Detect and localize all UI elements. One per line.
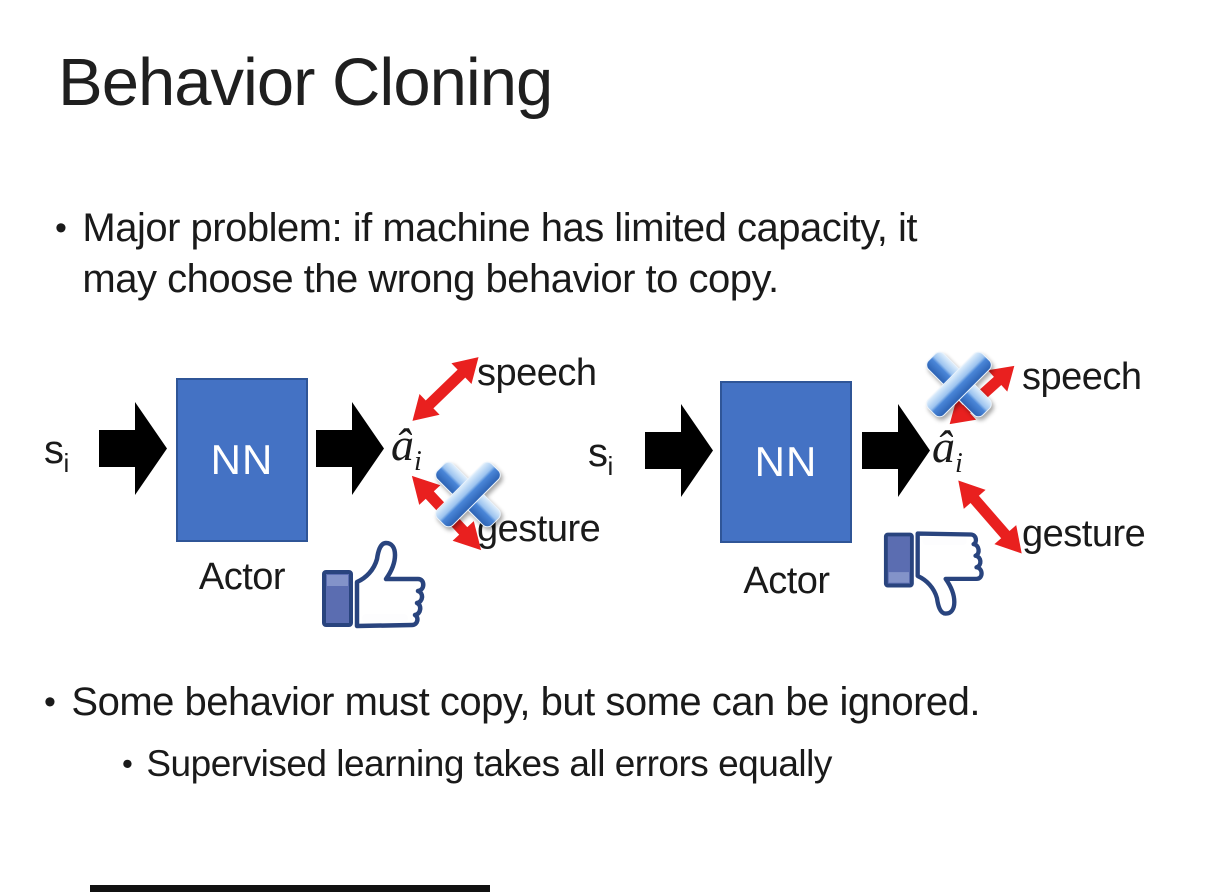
bullet-supervised-learning: • Supervised learning takes all errors e… — [122, 740, 832, 787]
bullet-dot: • — [55, 209, 67, 247]
bullet-some-behavior: • Some behavior must copy, but some can … — [44, 677, 981, 727]
left-speech-label: speech — [477, 352, 597, 394]
bullet-major-line2: may choose the wrong behavior to copy. — [82, 257, 779, 301]
bullet-major-problem: • Major problem: if machine has limited … — [55, 203, 917, 305]
left-cross-out-icon — [432, 458, 504, 530]
slide-title: Behavior Cloning — [58, 45, 553, 120]
right-actor-label: Actor — [743, 560, 830, 602]
left-nn-label: NN — [210, 436, 274, 483]
left-input-state-label: si — [44, 428, 69, 479]
right-nn-label: NN — [754, 438, 818, 485]
bullet-dot: • — [122, 746, 133, 781]
state-symbol: s — [44, 428, 64, 472]
left-actor-label: Actor — [198, 556, 286, 598]
action-subscript: i — [414, 446, 422, 478]
state-subscript: i — [63, 448, 70, 478]
action-symbol: â — [391, 419, 414, 470]
left-speech-double-arrow-icon — [400, 344, 492, 434]
right-input-state-label: si — [588, 431, 613, 482]
bullet-some-text: Some behavior must copy, but some can be… — [71, 680, 981, 724]
right-output-arrow-icon — [862, 402, 930, 499]
right-nn-box: NN — [720, 381, 852, 543]
bullet-major-text: Major problem: if machine has limited ca… — [82, 203, 917, 305]
thumbs-up-icon — [320, 537, 432, 629]
right-output-action-label: âi — [932, 420, 963, 480]
left-output-arrow-icon — [316, 400, 384, 497]
state-subscript: i — [607, 451, 614, 481]
right-cross-out-icon — [923, 348, 995, 420]
thumbs-down-icon — [882, 530, 990, 620]
bullet-major-line1: Major problem: if machine has limited ca… — [82, 206, 917, 250]
left-output-action-label: âi — [391, 418, 422, 478]
clipped-bottom-strip — [90, 885, 490, 892]
right-input-arrow-icon — [645, 402, 713, 499]
left-nn-box: NN — [176, 378, 308, 542]
bullet-dot: • — [44, 683, 56, 721]
right-gesture-double-arrow-icon — [944, 468, 1035, 566]
right-gesture-label: gesture — [1022, 513, 1146, 555]
bullet-supervised-text: Supervised learning takes all errors equ… — [146, 743, 832, 784]
right-speech-label: speech — [1022, 356, 1142, 398]
state-symbol: s — [588, 431, 608, 475]
action-subscript: i — [955, 448, 963, 480]
action-symbol: â — [932, 421, 955, 472]
left-input-arrow-icon — [99, 400, 167, 497]
